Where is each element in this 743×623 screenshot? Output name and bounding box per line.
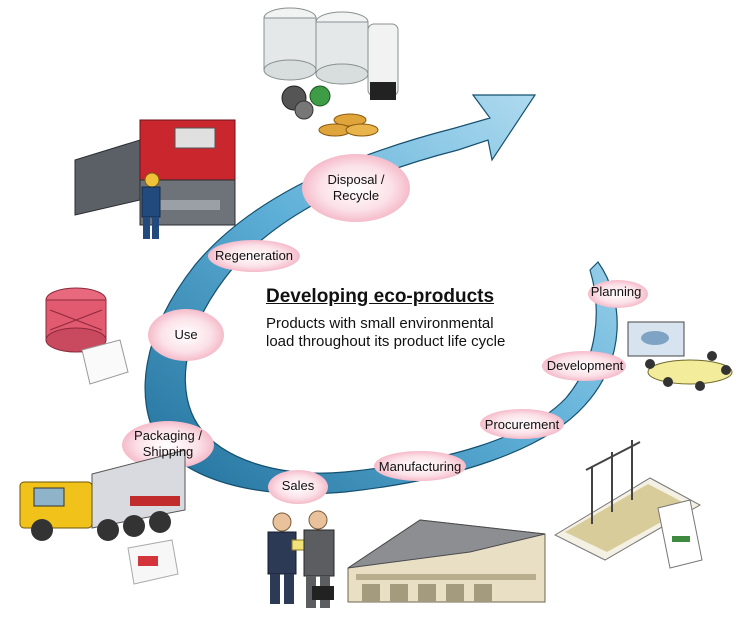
packaged-products-illustration [45, 287, 129, 385]
oval-development [542, 351, 626, 381]
oval-planning [588, 280, 648, 308]
press-brake-machine-illustration [74, 119, 236, 239]
stage-label-use: Use [174, 327, 198, 342]
environmental-lab-illustration [553, 440, 703, 569]
oval-manufacturing [374, 451, 466, 481]
stage-label-packaging: Packaging / Shipping [134, 428, 202, 459]
oval-use [148, 309, 224, 361]
oval-regeneration [208, 240, 300, 272]
stage-label-regeneration: Regeneration [214, 248, 294, 263]
stage-label-disposal: Disposal / Recycle [327, 172, 385, 203]
oval-disposal [302, 154, 410, 222]
truck-illustration [19, 449, 186, 585]
stage-highlights [122, 154, 648, 504]
factory-building-illustration [347, 519, 546, 603]
business-people-illustration [267, 510, 335, 608]
oval-sales [268, 470, 328, 504]
subtitle-line: load throughout its product life cycle [266, 333, 506, 350]
recycled-materials-illustration [263, 7, 399, 137]
stage-label-development: Development [546, 358, 624, 373]
stage-label-procurement: Procurement [484, 417, 560, 432]
stage-label-planning: Planning [590, 284, 642, 299]
diagram-subtitle: Products with small environmental load t… [266, 315, 505, 351]
subtitle-line: Products with small environmental [266, 315, 494, 332]
stage-label-manufacturing: Manufacturing [378, 459, 462, 474]
diagram-title: Developing eco-products [266, 286, 495, 307]
meeting-room-illustration [627, 321, 733, 391]
oval-packaging [122, 421, 214, 469]
stage-label-sales: Sales [281, 478, 315, 493]
oval-procurement [480, 409, 564, 439]
